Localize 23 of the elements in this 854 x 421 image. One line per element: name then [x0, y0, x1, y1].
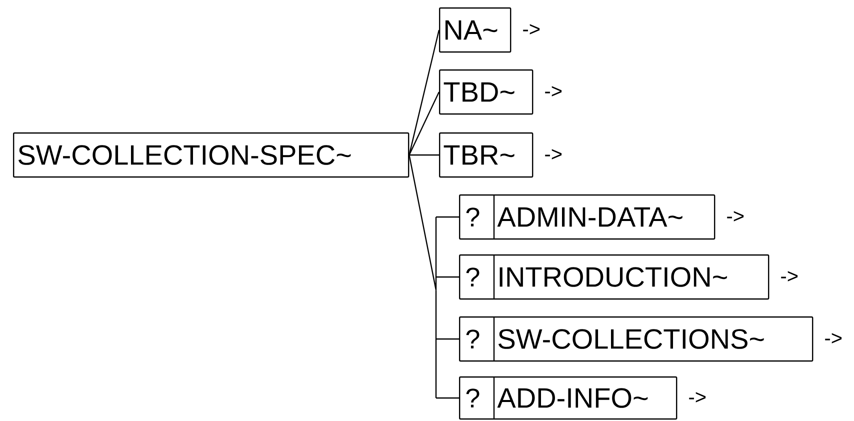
connector-line: [436, 397, 459, 399]
connector-trunk: [408, 154, 437, 398]
element-box: TBR~: [439, 132, 534, 178]
element-box: ? ADD-INFO~: [459, 376, 678, 420]
element-box: NA~: [439, 7, 512, 53]
link-marker: ->: [825, 333, 842, 344]
element-box: TBD~: [439, 69, 534, 115]
connector-line: [408, 30, 440, 156]
link-marker: ->: [545, 86, 562, 96]
connector-line: [436, 216, 459, 218]
element-box: ? INTRODUCTION~: [459, 254, 770, 300]
connector-line: [436, 276, 459, 278]
connector-line: [409, 154, 439, 156]
connector-line: [436, 338, 459, 340]
element-box: SW-COLLECTION-SPEC~: [13, 132, 410, 178]
element-box: ? ADMIN-DATA~: [459, 194, 716, 240]
link-marker: ->: [781, 271, 798, 282]
link-marker: ->: [523, 24, 540, 34]
connector-line: [408, 92, 440, 156]
link-marker: ->: [727, 211, 744, 222]
element-box: ? SW-COLLECTIONS~: [459, 316, 814, 362]
link-marker: ->: [689, 392, 706, 402]
link-marker: ->: [545, 149, 562, 160]
